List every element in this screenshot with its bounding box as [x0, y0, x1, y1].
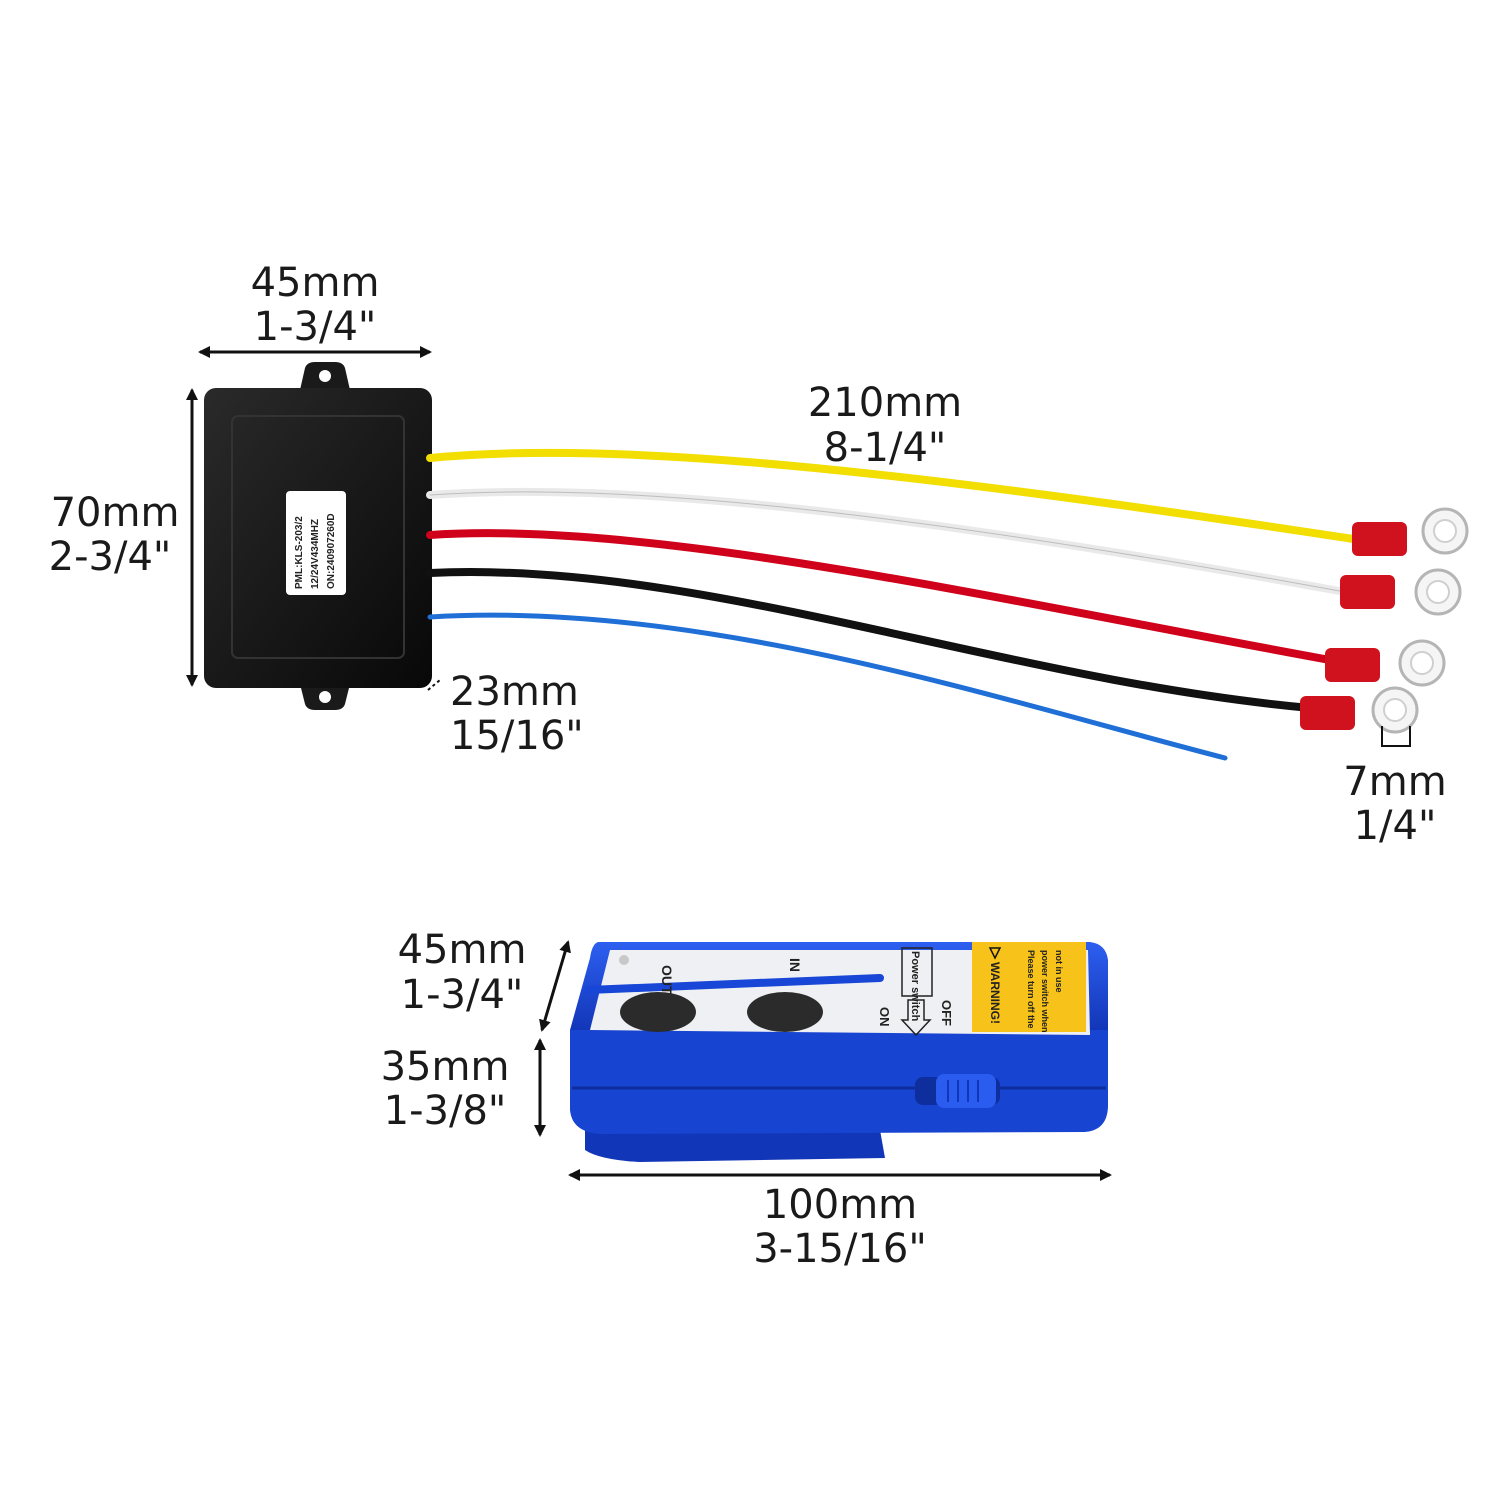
remote-body-side [570, 1030, 1108, 1134]
sticker-line-2: 12/24V434MHZ [310, 519, 321, 589]
receiver-width-mm: 45mm [251, 260, 380, 306]
ring-terminal-black [1300, 686, 1419, 734]
receiver-depth-mm: 23mm [450, 669, 579, 715]
receiver-lid [231, 415, 405, 659]
ring-terminals [1300, 507, 1469, 734]
receiver-height-mm: 70mm [51, 490, 180, 536]
receiver-width-dimension: 45mm 1-3/4" [198, 260, 432, 358]
remote-top-height-mm: 45mm [398, 927, 527, 973]
remote-control: OUT IN Power switch ON OFF WARNING! Plea… [570, 942, 1108, 1162]
remote-body-height-mm: 35mm [381, 1044, 510, 1090]
wire-black [426, 568, 1314, 712]
receiver-depth-dimension: 23mm 15/16" [427, 669, 584, 759]
receiver-wires [426, 448, 1364, 761]
sticker-line-1: PML:KLS-203/2 [294, 516, 305, 589]
wire-length-inch: 8-1/4" [824, 425, 947, 471]
remote-body-height-dimension: 35mm 1-3/8" [381, 1038, 546, 1137]
sticker-line-3: ON:240907260D [326, 513, 337, 589]
receiver-label-sticker [286, 491, 346, 595]
wire-length-mm: 210mm [808, 380, 962, 426]
ring-terminal-yellow [1352, 507, 1469, 556]
wire-length-dimension: 210mm 8-1/4" [808, 380, 962, 471]
receiver-height-dimension: 70mm 2-3/4" [49, 388, 198, 687]
remote-top-height-dimension: 45mm 1-3/4" [398, 927, 571, 1032]
wire-red [426, 529, 1334, 664]
warning-line-3: not in use [1054, 950, 1064, 993]
remote-length-dimension: 100mm 3-15/16" [568, 1169, 1112, 1272]
button-in-label: IN [787, 958, 803, 972]
ring-terminal-white [1340, 568, 1462, 616]
power-switch-instruction: Power switch ON OFF [877, 947, 954, 1037]
warning-line-2: power switch when [1040, 950, 1050, 1033]
warning-sticker [972, 942, 1086, 1032]
wire-yellow [426, 448, 1364, 544]
wire-white-edge [429, 491, 1346, 593]
receiver-depth-inch: 15/16" [450, 713, 584, 759]
power-switch-label: Power switch [909, 951, 921, 1022]
ring-terminal-mm: 7mm [1343, 759, 1446, 805]
remote-belt-clip [585, 1130, 885, 1162]
status-led [619, 955, 629, 965]
ring-terminal-inch: 1/4" [1354, 803, 1437, 849]
receiver-bottom-mount-hole [319, 691, 331, 703]
receiver-top-mount-hole [319, 370, 331, 382]
ring-terminal-red [1325, 639, 1446, 687]
on-label: ON [877, 1007, 892, 1027]
remote-top-height-inch: 1-3/4" [401, 972, 524, 1018]
receiver-unit: PML:KLS-203/2 12/24V434MHZ ON:240907260D [204, 362, 432, 710]
remote-length-inch: 3-15/16" [753, 1226, 927, 1272]
warning-triangle-icon [988, 947, 1002, 960]
off-label: OFF [939, 1000, 954, 1026]
wire-blue [427, 612, 1228, 761]
ring-terminal-dimension: 7mm 1/4" [1343, 726, 1447, 849]
remote-body-height-inch: 1-3/8" [384, 1088, 507, 1134]
warning-line-1: Please turn off the [1026, 950, 1036, 1029]
button-in[interactable] [747, 992, 823, 1032]
button-out-label: OUT [659, 965, 675, 995]
remote-faceplate [590, 950, 1090, 1035]
remote-length-mm: 100mm [763, 1182, 917, 1228]
power-slide-switch[interactable] [936, 1074, 996, 1108]
receiver-height-inch: 2-3/4" [49, 534, 172, 580]
button-out[interactable] [620, 992, 696, 1032]
warning-title: WARNING! [988, 962, 1002, 1024]
receiver-width-inch: 1-3/4" [254, 304, 377, 350]
